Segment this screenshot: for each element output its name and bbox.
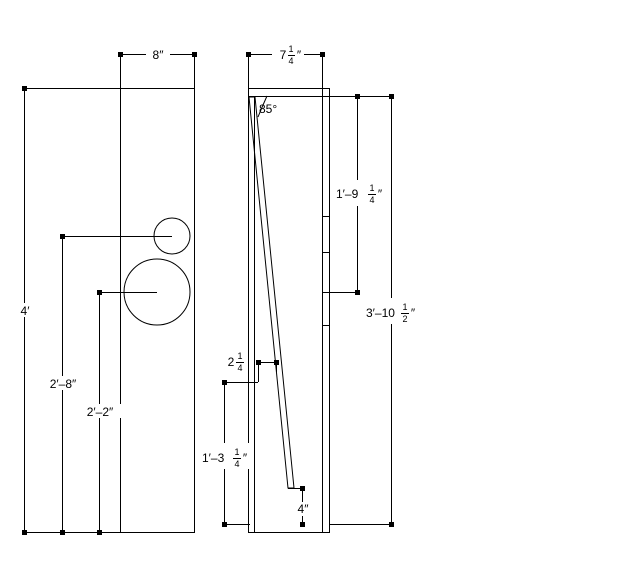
upper-span-unit: ″ [378, 187, 383, 201]
lower-span-denominator: 4 [234, 459, 239, 469]
step-denominator: 4 [237, 363, 242, 373]
front-width-label: 8″ [153, 48, 165, 62]
total-height-unit: ″ [411, 306, 416, 320]
lower-span-prefix: 1′–3 [202, 451, 225, 465]
step-whole: 2 [228, 355, 235, 369]
side-view: 7 1 4 ″ 85° 1′–9 1 4 ″ [201, 41, 418, 533]
top-width-numerator: 1 [288, 44, 293, 54]
step-dimension: 2 1 4 [228, 351, 279, 382]
side-panel-outline [248, 88, 330, 533]
front-panel-outline [120, 88, 195, 533]
upper-span-numerator: 1 [369, 183, 374, 193]
small-hole-height-label: 2′–8″ [50, 377, 77, 391]
total-height-numerator: 1 [402, 302, 407, 312]
large-hole-height-label: 2′–2″ [87, 405, 114, 419]
height-dimension: 4′ [16, 86, 194, 535]
total-height-dimension: 3′–10 1 2 ″ [330, 94, 418, 527]
baffle-angle-label: 85° [259, 102, 277, 116]
lower-span-dimension: 1′–3 1 4 ″ [201, 380, 258, 527]
lower-span-numerator: 1 [234, 447, 239, 457]
small-hole-dimension: 2′–8″ [42, 234, 172, 535]
upper-span-prefix: 1′–9 [336, 187, 359, 201]
step-numerator: 1 [237, 351, 242, 361]
lower-span-unit: ″ [243, 451, 248, 465]
top-width-unit: ″ [297, 48, 302, 62]
top-width-denominator: 4 [288, 56, 293, 66]
bottom-gap-dimension: 4″ [294, 486, 312, 527]
angle-annotation: 85° [257, 95, 277, 118]
large-hole-dimension: 2′–2″ [79, 290, 157, 535]
top-width-dimension: 7 1 4 ″ [246, 41, 325, 96]
width-dimension: 8″ [118, 47, 197, 88]
upper-span-dimension: 1′–9 1 4 ″ [322, 94, 394, 295]
front-view: 8″ 4′ 2′–8″ 2′–2″ [16, 47, 197, 535]
total-height-denominator: 2 [402, 314, 407, 324]
upper-span-denominator: 4 [369, 195, 374, 205]
bottom-gap-label: 4″ [298, 502, 310, 516]
total-height-prefix: 3′–10 [366, 306, 395, 320]
top-width-whole: 7 [280, 48, 287, 62]
slanted-baffle [248, 96, 295, 489]
front-height-label: 4′ [21, 304, 31, 318]
